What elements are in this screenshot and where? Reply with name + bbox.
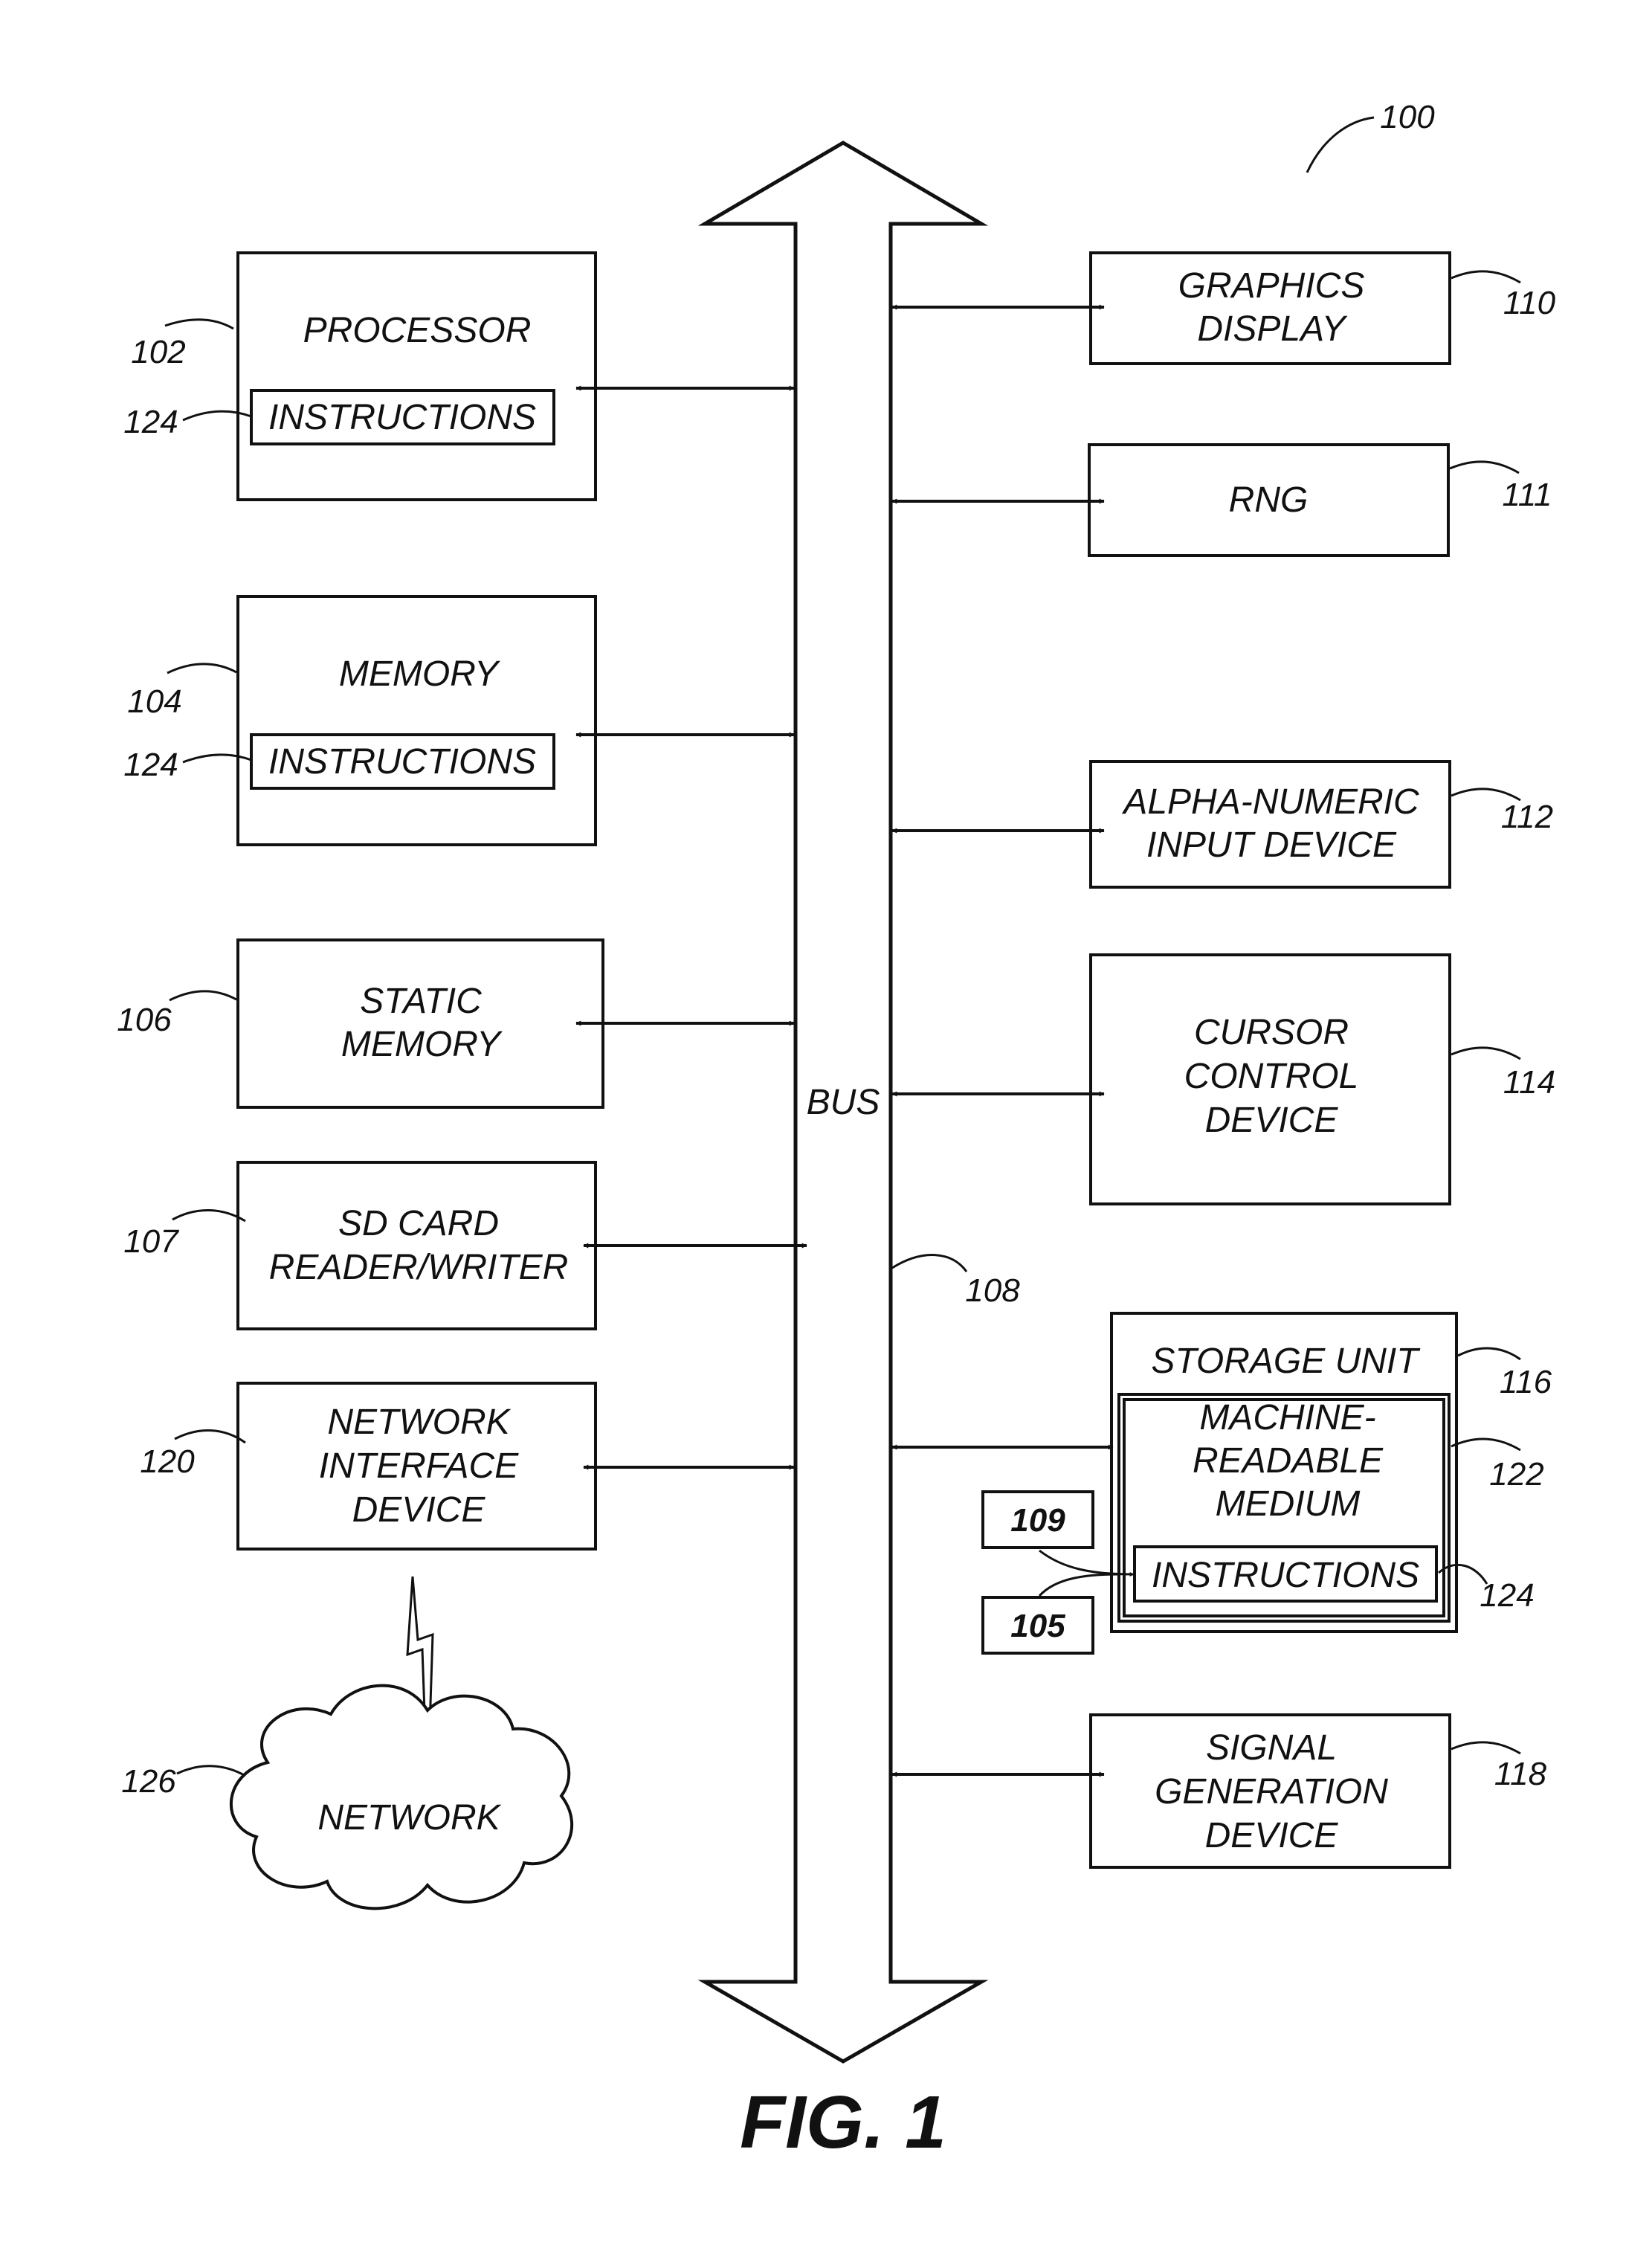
cursor-control-block: CURSOR CONTROL DEVICE 114 bbox=[892, 955, 1555, 1204]
network-label: NETWORK bbox=[317, 1798, 501, 1838]
alphanumeric-block: ALPHA-NUMERIC INPUT DEVICE 112 bbox=[892, 761, 1553, 887]
bus-ref-leader bbox=[892, 1255, 967, 1272]
medium-ref: 122 bbox=[1489, 1456, 1543, 1493]
graphics-display-block: GRAPHICS DISPLAY 110 bbox=[892, 253, 1556, 364]
network-ref: 126 bbox=[121, 1763, 176, 1800]
cursor-control-line3: DEVICE bbox=[1205, 1101, 1339, 1140]
cursor-control-ref: 114 bbox=[1503, 1064, 1555, 1101]
graphics-display-line2: DISPLAY bbox=[1197, 309, 1347, 349]
medium-line2: READABLE bbox=[1193, 1441, 1384, 1481]
static-memory-ref: 106 bbox=[117, 1002, 172, 1038]
memory-box bbox=[238, 596, 596, 845]
storage-unit-ref-leader bbox=[1458, 1348, 1520, 1359]
static-memory-line2: MEMORY bbox=[341, 1025, 503, 1064]
memory-ref-leader bbox=[167, 664, 236, 673]
cursor-control-ref-leader bbox=[1451, 1048, 1520, 1059]
network-ref-leader bbox=[177, 1766, 245, 1776]
network-interface-line3: DEVICE bbox=[352, 1490, 486, 1530]
processor-instr-ref: 124 bbox=[123, 404, 178, 440]
graphics-display-ref: 110 bbox=[1503, 285, 1556, 321]
signal-generation-line2: GENERATION bbox=[1155, 1772, 1388, 1812]
memory-instr-ref: 124 bbox=[123, 747, 178, 783]
medium-line1: MACHINE- bbox=[1199, 1398, 1375, 1437]
graphics-display-line1: GRAPHICS bbox=[1178, 266, 1365, 306]
processor-ref: 102 bbox=[131, 334, 185, 370]
storage-unit-ref: 116 bbox=[1500, 1364, 1552, 1400]
processor-instructions-label: INSTRUCTIONS bbox=[268, 398, 536, 437]
network-interface-block: NETWORK INTERFACE DEVICE 120 bbox=[140, 1383, 794, 1733]
memory-block: MEMORY INSTRUCTIONS 104 124 bbox=[123, 596, 794, 845]
signal-generation-block: SIGNAL GENERATION DEVICE 118 bbox=[892, 1715, 1547, 1867]
storage-unit-block: STORAGE UNIT 116 MACHINE- READABLE MEDIU… bbox=[892, 1313, 1552, 1653]
figure-ref-leader bbox=[1307, 117, 1374, 173]
storage-instr-ref: 124 bbox=[1480, 1577, 1534, 1614]
tag-105-label: 105 bbox=[1010, 1608, 1065, 1644]
tag-109-label: 109 bbox=[1010, 1502, 1065, 1539]
sd-card-line1: SD CARD bbox=[338, 1204, 499, 1243]
figure-reference: 100 bbox=[1307, 99, 1435, 173]
alphanumeric-ref: 112 bbox=[1501, 799, 1553, 835]
network-interface-line2: INTERFACE bbox=[319, 1446, 519, 1486]
alphanumeric-line1: ALPHA-NUMERIC bbox=[1121, 782, 1419, 822]
static-memory-box bbox=[238, 940, 603, 1107]
network-block: NETWORK 126 bbox=[121, 1686, 572, 1909]
storage-instructions-label: INSTRUCTIONS bbox=[1152, 1556, 1419, 1595]
figure-caption: FIG. 1 bbox=[740, 2081, 946, 2164]
network-interface-ref: 120 bbox=[140, 1443, 195, 1480]
rng-ref-leader bbox=[1450, 462, 1519, 473]
processor-label: PROCESSOR bbox=[303, 311, 532, 350]
processor-ref-leader bbox=[165, 320, 233, 329]
graphics-display-ref-leader bbox=[1451, 271, 1520, 283]
network-cloud-icon bbox=[231, 1686, 572, 1909]
signal-generation-line3: DEVICE bbox=[1205, 1816, 1339, 1855]
rng-ref: 111 bbox=[1503, 477, 1552, 513]
tag-105-pointer bbox=[1039, 1574, 1119, 1596]
rng-label: RNG bbox=[1229, 480, 1309, 520]
storage-unit-label: STORAGE UNIT bbox=[1151, 1342, 1421, 1381]
processor-block: PROCESSOR INSTRUCTIONS 102 124 bbox=[123, 253, 794, 500]
network-interface-line1: NETWORK bbox=[327, 1403, 511, 1442]
sd-card-ref-leader bbox=[172, 1210, 245, 1221]
sd-card-line2: READER/WRITER bbox=[269, 1248, 569, 1287]
bus-ref: 108 bbox=[965, 1272, 1020, 1309]
cursor-control-line1: CURSOR bbox=[1194, 1013, 1349, 1052]
signal-generation-ref-leader bbox=[1451, 1742, 1520, 1754]
network-interface-ref-leader bbox=[175, 1431, 245, 1443]
sd-card-ref: 107 bbox=[123, 1223, 179, 1260]
sd-card-box bbox=[238, 1162, 596, 1329]
cursor-control-line2: CONTROL bbox=[1184, 1057, 1359, 1096]
memory-label: MEMORY bbox=[339, 654, 500, 694]
alphanumeric-line2: INPUT DEVICE bbox=[1146, 825, 1397, 865]
bus-label: BUS bbox=[807, 1083, 880, 1122]
static-memory-ref-leader bbox=[170, 991, 236, 1000]
processor-box bbox=[238, 253, 596, 500]
sd-card-block: SD CARD READER/WRITER 107 bbox=[123, 1162, 807, 1329]
memory-instructions-label: INSTRUCTIONS bbox=[268, 742, 536, 782]
alphanumeric-box bbox=[1091, 761, 1450, 887]
memory-ref: 104 bbox=[127, 683, 181, 720]
medium-line3: MEDIUM bbox=[1216, 1484, 1361, 1524]
signal-generation-ref: 118 bbox=[1494, 1756, 1547, 1792]
static-memory-line1: STATIC bbox=[360, 982, 482, 1021]
signal-generation-line1: SIGNAL bbox=[1206, 1728, 1337, 1768]
static-memory-block: STATIC MEMORY 106 bbox=[117, 940, 794, 1107]
figure-ref-label: 100 bbox=[1380, 99, 1435, 135]
medium-ref-leader bbox=[1451, 1439, 1520, 1450]
rng-block: RNG 111 bbox=[892, 445, 1552, 556]
